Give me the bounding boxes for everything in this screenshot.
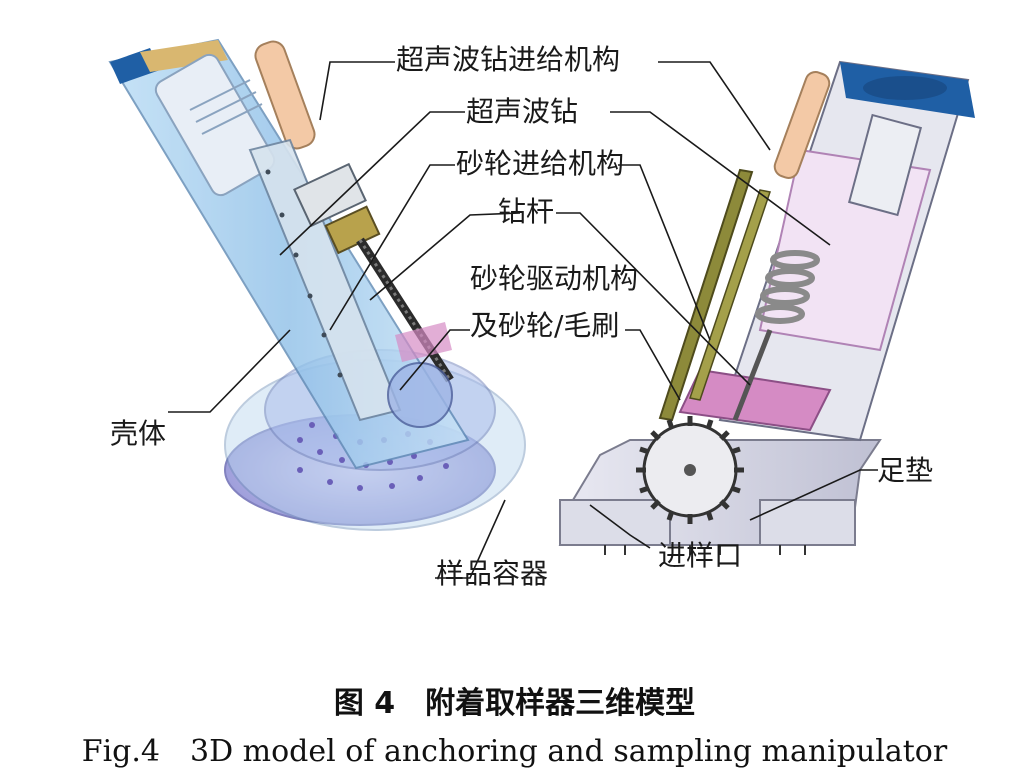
right-motor [847,113,923,217]
caption-chinese: 图 4 附着取样器三维模型 [333,686,696,721]
label-grinding-drive-line1: 砂轮驱动机构 [470,262,639,295]
label-drill-rod: 钻杆 [498,195,555,228]
motor-cylinder [154,53,276,197]
right-cap-window [863,76,947,100]
right-olive-rod-2 [689,189,771,401]
label-foot-pad: 足垫 [877,454,934,487]
label-ultrasonic-drill: 超声波钻 [466,95,579,128]
left-model [108,38,526,531]
grinding-wheel-gear [636,416,744,524]
anchoring-sampler-3d-model [108,38,975,579]
leader-lines [168,61,878,579]
ultrasonic-drill-feed-part [254,40,316,150]
label-grinding-wheel-feed: 砂轮进给机构 [456,147,625,180]
label-sample-inlet: 进样口 [658,539,743,572]
drill-rod-part [356,237,454,383]
foot-spikes [604,545,806,555]
label-sample-container: 样品容器 [436,557,549,590]
right-drill-shaft [732,329,773,421]
spring-coil [755,250,820,324]
label-grinding-drive-line2: 及砂轮/毛刷 [470,309,620,342]
grinding-wheel-left [387,362,453,428]
plate-bolts [265,169,343,378]
right-olive-rod [658,168,754,422]
right-model [558,60,975,555]
right-drill-feed [773,71,831,179]
lower-pink-chamber [678,368,832,432]
label-ultrasonic-drill-feed: 超声波钻进给机构 [396,43,621,76]
label-shell: 壳体 [110,417,167,450]
shell-top-rim [140,40,228,72]
caption-english: Fig.4 3D model of anchoring and sampling… [81,734,948,769]
base-foot-right [759,499,856,546]
drive-panel [395,322,452,362]
